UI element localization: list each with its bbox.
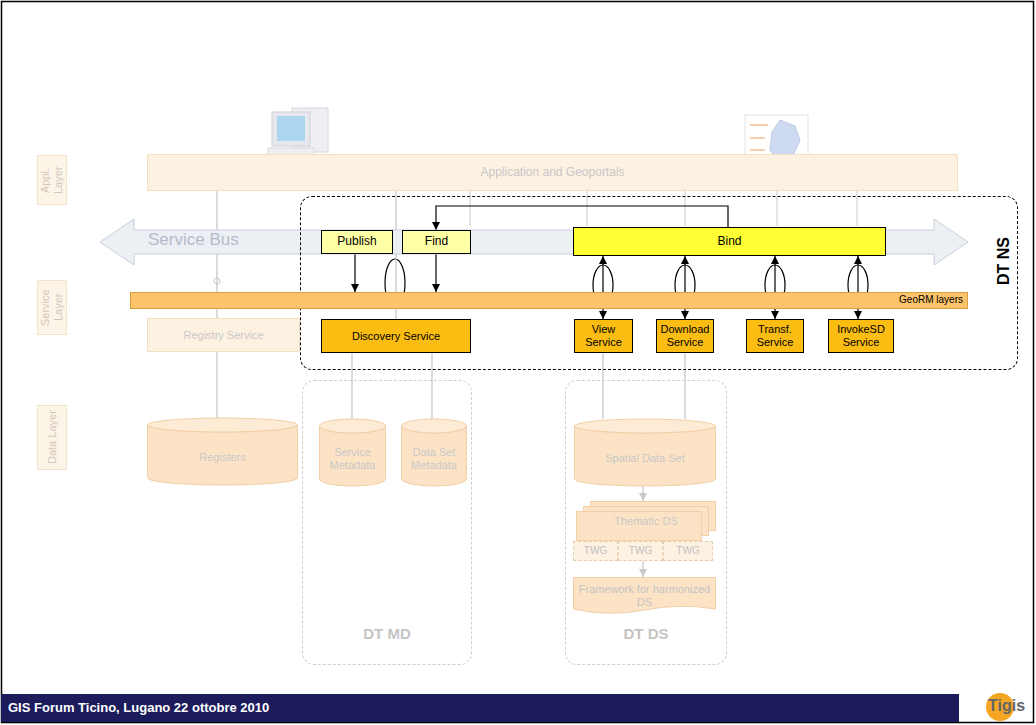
service-box: Discovery Service	[321, 319, 471, 353]
connector	[857, 256, 858, 319]
node-label: Application and Geoportals	[480, 166, 624, 180]
node-label: DT NS	[995, 237, 1013, 285]
connector	[684, 256, 685, 319]
connector	[602, 256, 603, 319]
database-cylinder: Spatial Data Set	[574, 419, 716, 486]
logo-text: Tigis	[988, 697, 1025, 715]
connector	[435, 254, 436, 292]
node-label: Registry Service	[183, 329, 263, 342]
database-cylinder: Data Set Metadata	[401, 419, 467, 486]
service-box: Transf. Service	[746, 319, 804, 353]
node-label: Appl. Layer	[39, 156, 64, 204]
process-box: Find	[402, 230, 471, 254]
connector	[642, 486, 643, 501]
database-cylinder: Registers	[147, 418, 298, 485]
node-label: Bind	[717, 235, 741, 249]
twg-box: TWG	[573, 541, 618, 561]
node-label: Download Service	[657, 323, 713, 348]
node-label: Discovery Service	[352, 330, 440, 343]
node-label: Data Layer	[46, 406, 59, 469]
node-label: Publish	[337, 235, 376, 249]
service-box: InvokeSD Service	[828, 319, 894, 353]
service-box: View Service	[574, 319, 633, 353]
process-box: Publish	[321, 230, 393, 254]
node-label: Transf. Service	[747, 323, 803, 348]
computer-icon	[268, 108, 328, 158]
node-label: Spatial Data Set	[602, 440, 688, 465]
node-label: Data Set Metadata	[401, 434, 467, 471]
service-box: Download Service	[656, 319, 714, 353]
database-cylinder: Service Metadata	[319, 419, 386, 486]
document-shape: Framework for harmonized DS	[573, 577, 716, 615]
georm-bar: GeoRM layers	[130, 292, 968, 309]
footer-text: GIS Forum Ticino, Lugano 22 ottobre 2010	[8, 700, 269, 715]
dt-region: Service Metadata Data Set Metadata DT MD	[302, 380, 472, 665]
footer-bar	[1, 694, 959, 722]
node-label: Framework for harmonized DS	[573, 583, 716, 608]
connector	[642, 561, 643, 577]
dt-ns-region: Publish Find BindDiscovery Service View Ser…	[300, 196, 1018, 370]
node-label: InvokeSD Service	[829, 323, 893, 348]
dataset-stack: Thematic DS	[576, 501, 716, 541]
node-label: Find	[425, 235, 448, 249]
dt-region: Spatial Data SetThematic DS TWG TWG TWG Fram…	[565, 380, 727, 665]
service-box: Registry Service	[147, 318, 300, 352]
connector	[216, 352, 217, 418]
layer-tab: Data Layer	[37, 405, 67, 470]
node-label: Registers	[196, 439, 248, 464]
connector	[684, 353, 685, 419]
node-label: DT MD	[303, 625, 471, 642]
twg-box: TWG	[663, 541, 713, 561]
node-label: Thematic DS	[614, 515, 678, 528]
node-label: Service Metadata	[319, 434, 386, 471]
connector	[774, 256, 775, 319]
layer-tab: Appl. Layer	[37, 155, 67, 205]
node-label: GeoRM layers	[899, 294, 963, 306]
node-label: Service Layer	[39, 281, 64, 334]
node-label: TWG	[584, 545, 607, 557]
connector	[602, 353, 603, 419]
node-label: Service Bus	[148, 230, 239, 250]
node-label: View Service	[575, 323, 632, 348]
twg-box: TWG	[618, 541, 663, 561]
node-label: TWG	[629, 545, 652, 557]
connector	[354, 254, 355, 292]
connector	[351, 353, 352, 419]
node-label: TWG	[676, 545, 699, 557]
layer-tab: Service Layer	[37, 280, 67, 335]
application-bar: Application and Geoportals	[147, 154, 958, 191]
bind-box: Bind	[573, 227, 886, 256]
node-label: DT DS	[566, 625, 726, 642]
connector	[431, 353, 432, 419]
